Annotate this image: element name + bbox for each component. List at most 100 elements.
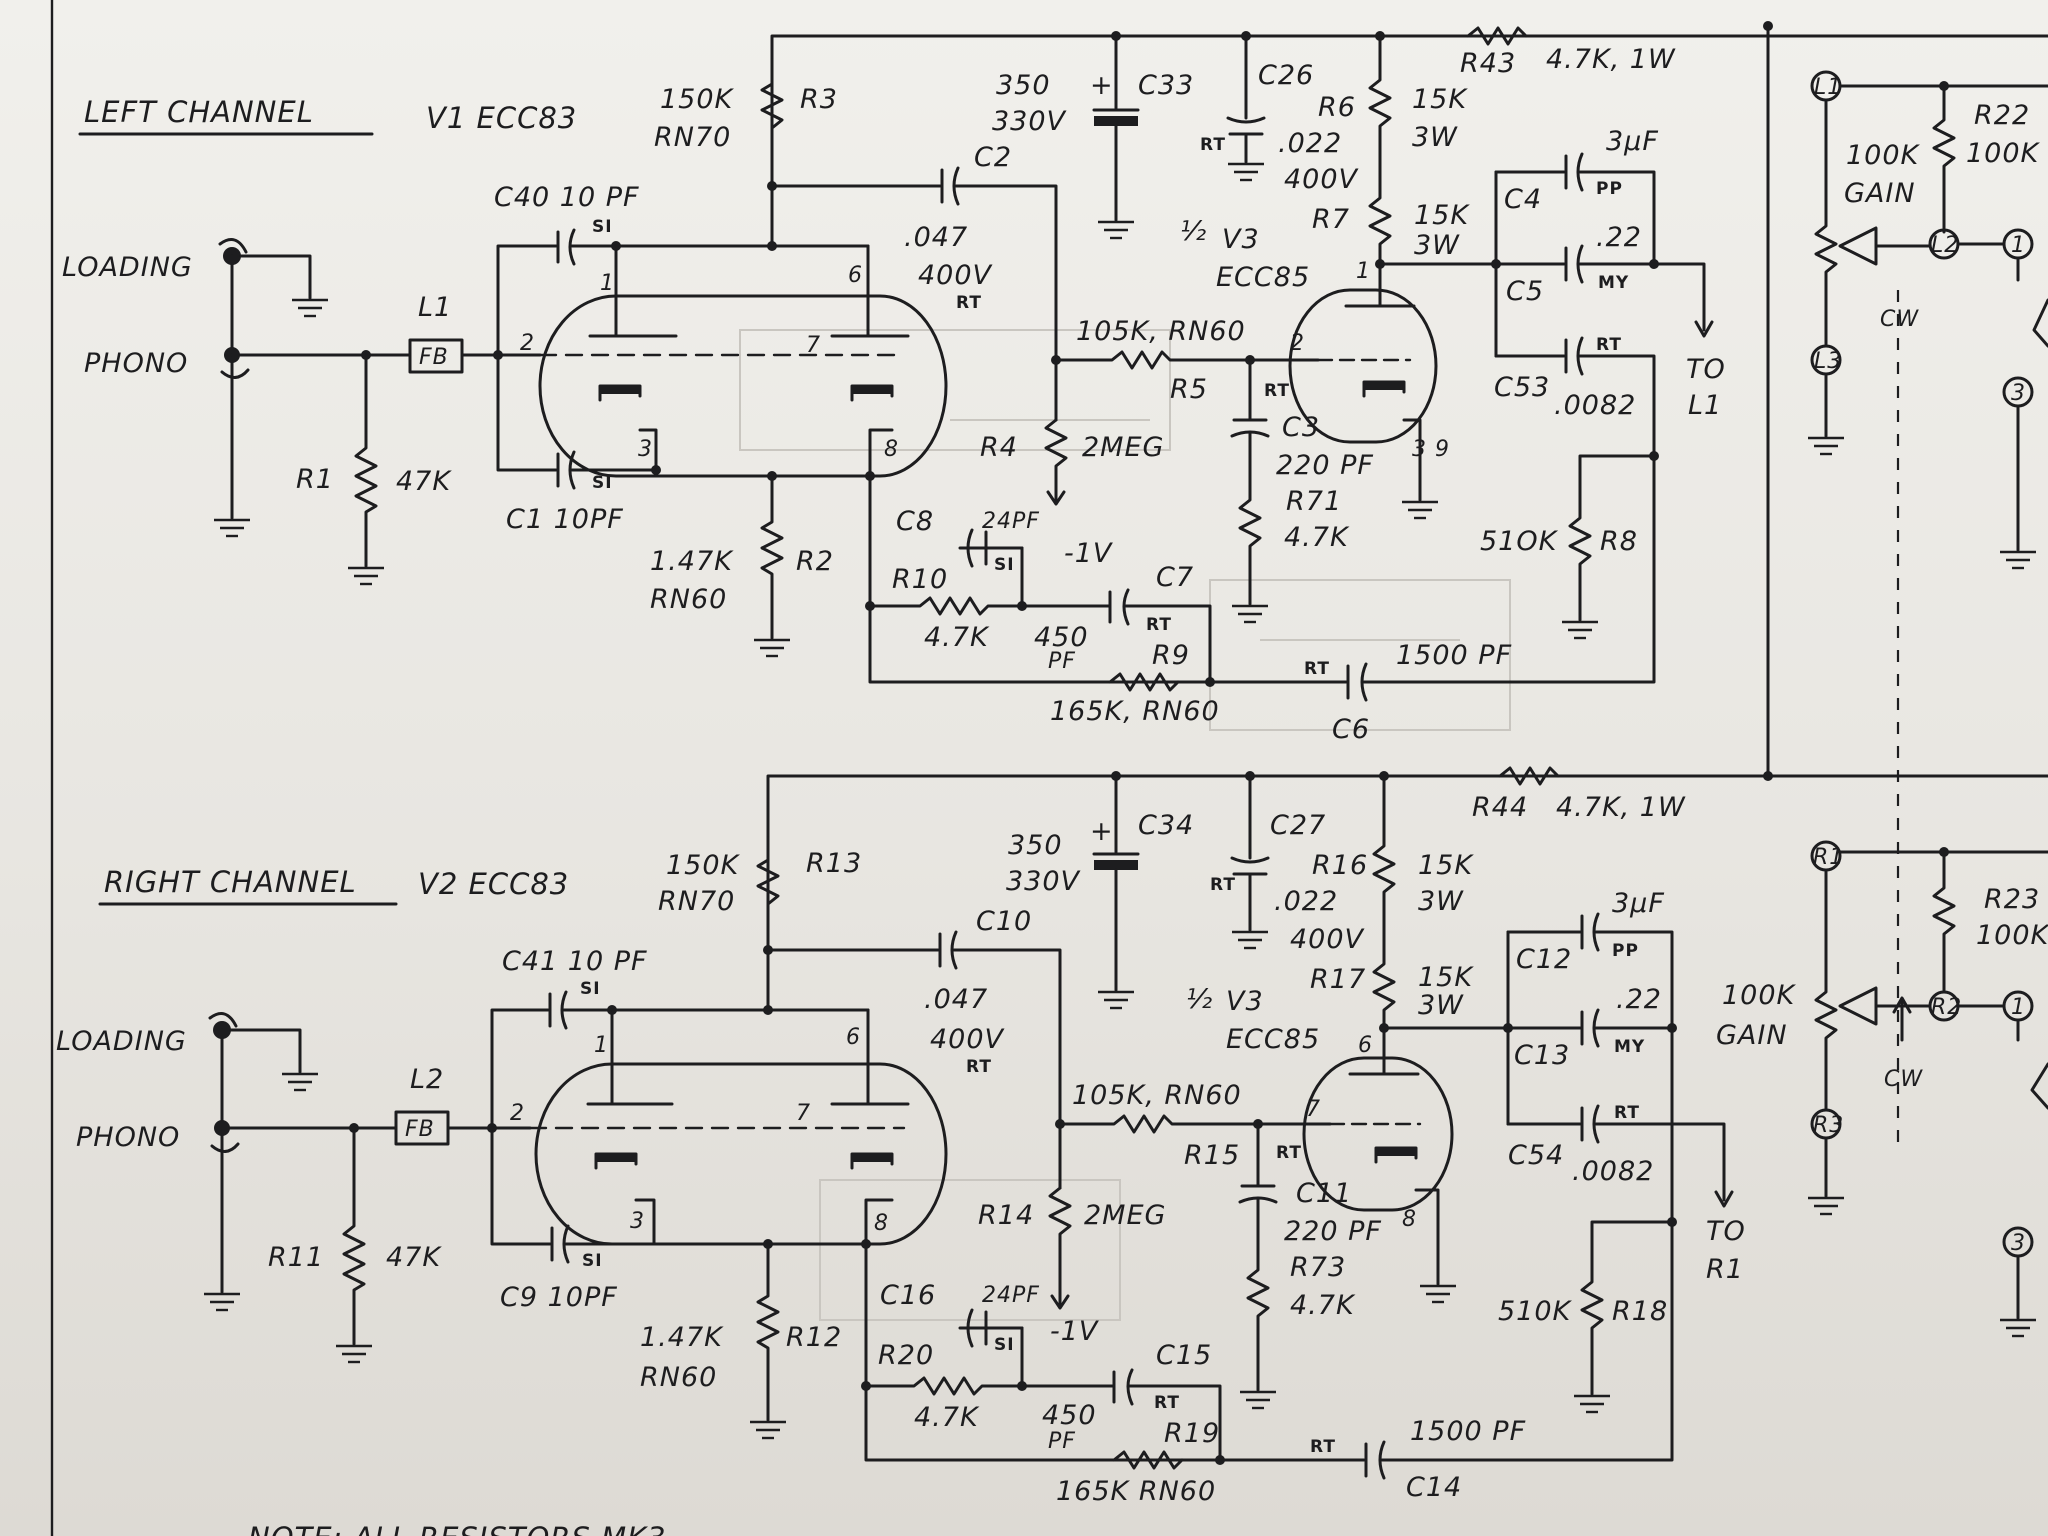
paper-show-through xyxy=(739,329,1511,1321)
r7-wattage: 3W xyxy=(1414,230,1460,261)
c4-value: 3µF xyxy=(1606,126,1659,157)
r9-label: R9 xyxy=(1152,640,1190,671)
arrow-icon xyxy=(1046,490,1066,506)
pin-2: 2 xyxy=(520,331,535,356)
cw-r-label: CW xyxy=(1884,1067,1923,1092)
v3-type: ECC85 xyxy=(1216,262,1310,293)
c2-value: .047 xyxy=(904,222,968,253)
arrow-icon xyxy=(1694,320,1714,338)
ground-symbol xyxy=(336,1344,372,1364)
pin-7: 7 xyxy=(796,1101,811,1126)
r8-resistor-icon xyxy=(1568,454,1656,622)
to-ref: L1 xyxy=(1688,390,1722,421)
v3-type: ECC85 xyxy=(1226,1024,1320,1055)
v3-pin-8: 8 xyxy=(1402,1207,1417,1232)
r11-label: R11 xyxy=(268,1242,324,1273)
v1b-cathode-bar xyxy=(852,386,892,394)
wiper-arrow-icon xyxy=(1838,986,1878,1026)
r18-value: 510K xyxy=(1498,1296,1573,1327)
r9-resistor-icon xyxy=(1108,672,1180,692)
r8-value: 51OK xyxy=(1480,526,1559,557)
c9-label: C9 10PF xyxy=(500,1282,618,1313)
c4-label: C4 xyxy=(1504,184,1542,215)
wire xyxy=(1578,170,1656,266)
c4-tag: PP xyxy=(1596,179,1623,199)
pin-2: 2 xyxy=(510,1101,525,1126)
ground-symbol xyxy=(1402,500,1438,520)
l2-label: L2 xyxy=(410,1064,444,1095)
pot-icon xyxy=(2030,1062,2048,1110)
c1-tag: SI xyxy=(592,473,613,493)
c2-plate xyxy=(952,166,960,206)
c13-tag: MY xyxy=(1614,1037,1645,1057)
r2-label: R2 xyxy=(796,546,834,577)
r73-label: R73 xyxy=(1290,1252,1346,1283)
c14-label: C14 xyxy=(1406,1472,1462,1503)
c27-label: C27 xyxy=(1270,810,1326,841)
c5-tag: MY xyxy=(1598,273,1629,293)
c54-value: .0082 xyxy=(1572,1156,1654,1187)
c40-tag: SI xyxy=(592,217,613,237)
gain-l-label: GAIN xyxy=(1844,178,1916,209)
wire xyxy=(1578,262,1706,332)
to-ref: R1 xyxy=(1706,1254,1744,1285)
left-channel-title: LEFT CHANNEL xyxy=(84,95,314,129)
c1-label: C1 10PF xyxy=(506,504,624,535)
r19-label: R19 xyxy=(1164,1418,1220,1449)
c53-value: .0082 xyxy=(1554,390,1636,421)
c2-label: C2 xyxy=(974,142,1012,173)
jack-arc xyxy=(210,1142,240,1153)
r20-label: R20 xyxy=(878,1340,934,1371)
c40-plate xyxy=(568,228,576,266)
c34-voltage: 330V xyxy=(1006,866,1082,897)
pin-8: 8 xyxy=(884,437,899,462)
jack-arc xyxy=(208,1012,238,1028)
wire xyxy=(1362,454,1656,684)
v2-tube-label: V2 ECC83 xyxy=(418,867,569,901)
wire xyxy=(864,1198,894,1246)
wire xyxy=(1128,1384,1222,1462)
junction xyxy=(763,1005,773,1015)
junction xyxy=(1111,31,1121,41)
r13-type: RN70 xyxy=(658,886,735,917)
to-label: TO xyxy=(1706,1216,1746,1247)
wire xyxy=(1402,418,1422,502)
c27-voltage: 400V xyxy=(1290,924,1366,955)
c26-tag: RT xyxy=(1200,135,1226,155)
r2-resistor-icon xyxy=(760,474,784,640)
r9-value: 165K, RN60 xyxy=(1050,696,1220,727)
wire xyxy=(496,244,558,357)
c2-voltage: 400V xyxy=(918,260,994,291)
v1-tube-label: V1 ECC83 xyxy=(426,101,577,135)
r43-value: 4.7K, 1W xyxy=(1546,44,1676,75)
terminal-l1: L1 xyxy=(1814,75,1842,100)
c54-plate xyxy=(1592,1104,1600,1144)
neg-1v-label: -1V xyxy=(1050,1316,1100,1347)
r16-label: R16 xyxy=(1312,850,1368,881)
pin-7: 7 xyxy=(806,333,821,358)
terminal-r3: R3 xyxy=(1813,1113,1844,1138)
wire xyxy=(496,353,558,472)
b-plus-rail xyxy=(766,774,2048,1012)
wire xyxy=(1414,1188,1440,1286)
r6-value: 15K xyxy=(1412,84,1468,115)
wire xyxy=(1380,1220,1674,1462)
c54-label: C54 xyxy=(1508,1140,1564,1171)
junction xyxy=(1763,21,1773,31)
v3-pin-2: 2 xyxy=(1290,331,1305,356)
v2b-cathode-bar xyxy=(852,1154,892,1162)
ground-symbol xyxy=(1228,162,1264,182)
r43-resistor-icon xyxy=(1466,26,1528,46)
ground-symbol xyxy=(292,298,328,318)
c16-tag: SI xyxy=(994,1335,1015,1355)
r43-label: R43 xyxy=(1460,48,1516,79)
c34-polarity: + xyxy=(1090,816,1114,847)
r2-value: 1.47K xyxy=(650,546,734,577)
r71-value: 4.7K xyxy=(1284,522,1350,553)
terminal-3-icon xyxy=(2002,1226,2034,1258)
gain-r-label: GAIN xyxy=(1716,1020,1788,1051)
r3-type: RN70 xyxy=(654,122,731,153)
c16-value: 24PF xyxy=(982,1283,1040,1308)
c8-plate xyxy=(966,528,974,568)
r44-label: R44 xyxy=(1472,792,1528,823)
